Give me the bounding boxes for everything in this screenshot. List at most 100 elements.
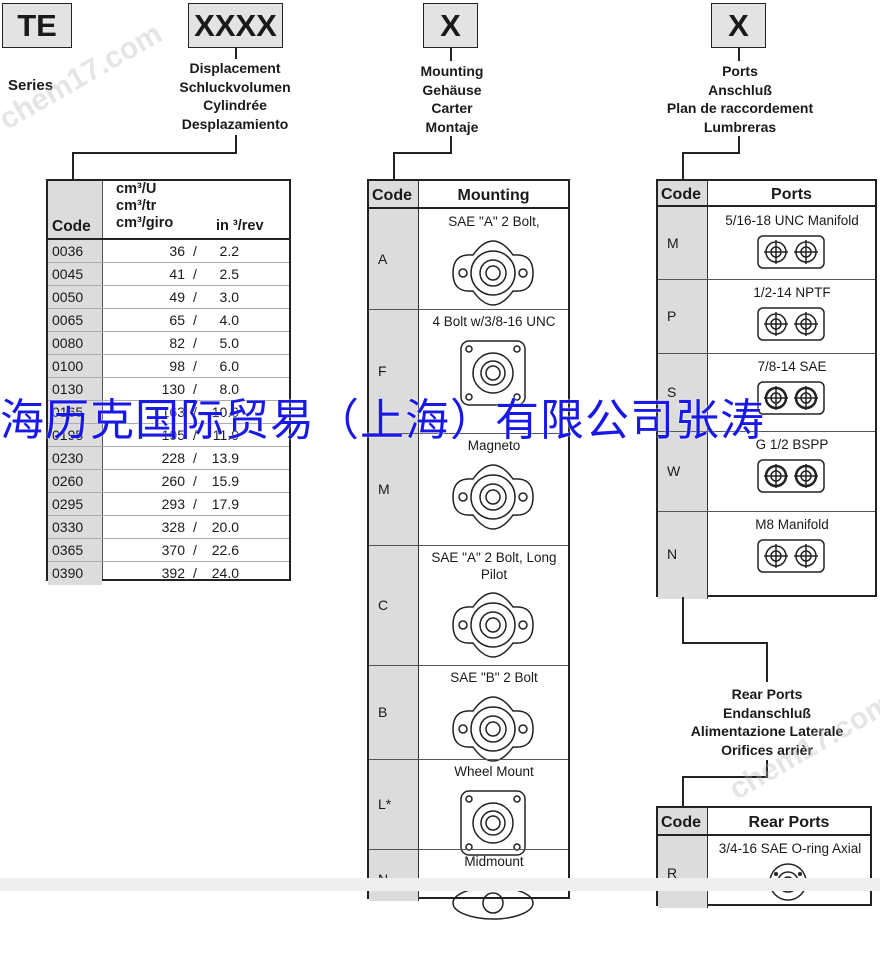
four-bolt-flange-icon [460, 340, 526, 406]
separator: / [193, 404, 197, 420]
ports-code-box: X [711, 3, 766, 48]
displacement-code: 0036 [48, 240, 102, 263]
table-row-divider [48, 561, 289, 562]
in3-value: 2.2 [219, 243, 239, 259]
separator: / [193, 243, 197, 259]
mounting-desc: SAE "A" 2 Bolt, Long Pilot [431, 550, 557, 582]
port-desc: M8 Manifold [755, 517, 829, 532]
mounting-desc: Magneto [467, 438, 521, 453]
unit-line: cm³/giro [116, 215, 174, 231]
connector-line [393, 152, 452, 154]
connector-line [766, 642, 768, 682]
port-code: N [667, 546, 678, 562]
separator: / [193, 381, 197, 397]
port-desc: G 1/2 BSPP [755, 437, 829, 452]
in3-value: 11.9 [212, 427, 239, 443]
header-title: Ports [771, 186, 812, 203]
separator: / [193, 335, 197, 351]
displacement-heading: Displacement Schluckvolumen Cylindrée De… [150, 59, 320, 133]
heading-line: Montaje [425, 118, 479, 135]
displacement-code: 0195 [48, 424, 102, 447]
table-row-divider [369, 665, 568, 666]
cm3-value: 228 [161, 450, 185, 466]
separator: / [193, 358, 197, 374]
heading-line: Mounting [420, 63, 484, 79]
table-row: 195 / 11.9 [102, 424, 289, 447]
table-row: 130/8.0 [102, 378, 289, 401]
cm3-value: 41 [169, 266, 185, 282]
heading-line: Schluckvolumen [179, 78, 291, 95]
header-code: Code [661, 186, 701, 203]
unit-line: cm³/tr [116, 198, 157, 214]
series-code-box: TE [2, 3, 72, 48]
separator: / [193, 542, 197, 558]
mounting-code-box: X [423, 3, 478, 48]
table-row-divider [48, 423, 289, 424]
connector-line [766, 760, 768, 777]
table-row-divider [369, 309, 568, 310]
table-row-divider [48, 262, 289, 263]
separator: / [193, 565, 197, 581]
separator: / [193, 427, 197, 443]
displacement-code: 0050 [48, 286, 102, 309]
bottom-bar [0, 878, 880, 891]
table-row: 98/6.0 [102, 355, 289, 378]
connector-line [72, 152, 237, 154]
in3-value: 13.9 [211, 450, 239, 466]
table-row-divider [48, 331, 289, 332]
displacement-code: 0295 [48, 493, 102, 516]
table-row: 328/20.0 [102, 516, 289, 539]
table-cell [707, 181, 708, 599]
manifold-ports-icon [757, 235, 825, 269]
heading-line: Cylindrée [203, 97, 267, 113]
cm3-value: 49 [169, 289, 185, 305]
heading-line: Anschluß [708, 81, 772, 98]
in3-value: 4.0 [219, 312, 239, 328]
displacement-code: 0080 [48, 332, 102, 355]
connector-line [738, 47, 740, 61]
table-row: 370/22.6 [102, 539, 289, 562]
displacement-code: 0260 [48, 470, 102, 493]
separator: / [193, 496, 197, 512]
mounting-code: M [378, 481, 390, 497]
mounting-desc: SAE "A" 2 Bolt, [448, 214, 540, 229]
table-row-divider [369, 433, 568, 434]
in3-value: 24.0 [211, 565, 239, 581]
mounting-desc: SAE "B" 2 Bolt [450, 670, 538, 685]
cm3-value: 130 [161, 381, 185, 397]
displacement-code: 0045 [48, 263, 102, 286]
cm3-value: 36 [169, 243, 185, 259]
sae-ports-icon [757, 381, 825, 415]
table-row-divider [48, 354, 289, 355]
connector-line [682, 776, 684, 806]
heading-line: Endanschluß [723, 704, 811, 721]
table-row: 49/3.0 [102, 286, 289, 309]
mounting-code: L* [378, 796, 392, 812]
table-row: 36 / 2.2 [102, 240, 289, 263]
header-title: Mounting [457, 187, 530, 204]
rear-ports-table: Code Rear Ports R 3/4-16 SAE O-ring Axia… [656, 806, 872, 908]
port-code: P [667, 308, 677, 324]
mounting-code: B [378, 704, 388, 720]
table-row-divider [658, 353, 875, 354]
m8-manifold-ports-icon [757, 539, 825, 573]
mounting-code: F [378, 363, 387, 379]
connector-line [450, 47, 452, 61]
cm3-value: 163 [161, 404, 185, 420]
table-row-divider [658, 279, 875, 280]
heading-line: Rear Ports [731, 686, 803, 702]
sae-a-2-bolt-flange-icon [452, 240, 534, 306]
rear-ports-heading: Rear Ports Endanschluß Alimentazione Lat… [660, 685, 874, 759]
mounting-code: A [378, 251, 388, 267]
table-row-divider [48, 469, 289, 470]
mounting-desc: 4 Bolt w/3/8-16 UNC [432, 314, 556, 329]
separator: / [193, 312, 197, 328]
connector-line [682, 642, 768, 644]
connector-line [682, 152, 684, 179]
table-row-divider [369, 207, 568, 209]
port-desc: 1/2-14 NPTF [753, 285, 831, 300]
cm3-value: 195 [161, 427, 185, 443]
displacement-code: 0365 [48, 539, 102, 562]
table-row-divider [48, 285, 289, 286]
in3-value: 20.0 [211, 519, 239, 535]
